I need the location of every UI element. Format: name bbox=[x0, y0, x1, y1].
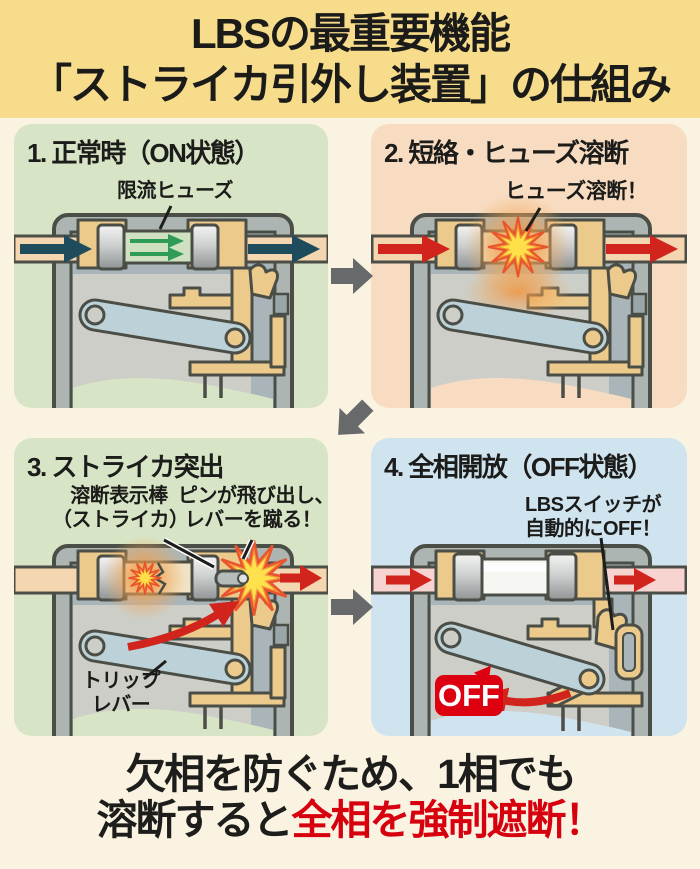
label-pin-line2: レバーを蹴る！ bbox=[184, 509, 322, 531]
footer-summary: 欠相を防ぐため、1相でも 溶断すると全相を強制遮断！ bbox=[0, 751, 700, 844]
latch-catch bbox=[272, 292, 290, 316]
panel1-heading: 1. 正常時（ON状態） bbox=[27, 138, 260, 168]
label-striker-line2: （ストライカ） bbox=[52, 509, 189, 531]
bottom-wave bbox=[73, 378, 273, 408]
label-pin-kick: ピンが飛び出し、 レバーを蹴る！ bbox=[178, 484, 328, 532]
mechanism-diagram-blown bbox=[371, 193, 687, 408]
footer-line2-black: 溶断すると bbox=[96, 796, 294, 843]
current-flow-arrows bbox=[386, 568, 656, 592]
trip-lever-arm bbox=[78, 298, 252, 355]
outflow-arrow bbox=[280, 565, 322, 591]
mechanism-diagram-striker bbox=[14, 536, 328, 736]
kick-arrow bbox=[127, 600, 240, 651]
panel-short-circuit-blown: 2. 短絡・ヒューズ溶断 ヒューズ溶断！ bbox=[371, 124, 687, 408]
current-limiting-fuse bbox=[96, 223, 220, 271]
trip-lever-arm bbox=[436, 298, 610, 355]
striker-pin bbox=[214, 569, 249, 588]
footer-line2-red: 全相を強制遮断！ bbox=[291, 796, 606, 843]
label-lbs-auto-off: LBSスイッチが 自動的にOFF！ bbox=[513, 493, 673, 541]
label-striker: 溶断表示棒 （ストライカ） bbox=[52, 484, 189, 532]
callout-line-fuse bbox=[158, 205, 173, 230]
frame-legs bbox=[203, 706, 223, 729]
footer-line-2: 溶断すると全相を強制遮断！ bbox=[0, 796, 700, 844]
title-band: LBSの最重要機能 「ストライカ引外し装置」の仕組み bbox=[0, 0, 700, 118]
callout-lines bbox=[143, 537, 255, 681]
bottom-wave bbox=[431, 378, 631, 408]
step-arrow-right-icon bbox=[331, 589, 373, 625]
current-flow-arrows bbox=[20, 235, 320, 263]
title-line-2: 「ストライカ引外し装置」の仕組み bbox=[29, 61, 672, 108]
trip-lever-arm bbox=[78, 629, 252, 686]
latch-catch bbox=[272, 623, 290, 647]
label-current-limiting-fuse: 限流ヒューズ bbox=[117, 180, 234, 202]
current-flow-arrows bbox=[378, 235, 678, 263]
label-trip-line2: レバー bbox=[91, 694, 151, 716]
off-status-badge: OFF bbox=[435, 675, 503, 716]
release-arrow bbox=[479, 687, 572, 715]
callout-line-blown bbox=[524, 207, 542, 232]
panel-normal-on: 1. 正常時（ON状態） 限流ヒューズ bbox=[14, 124, 328, 408]
label-lbs-line2: 自動的にOFF！ bbox=[525, 518, 662, 540]
bottom-wave bbox=[73, 709, 273, 736]
label-striker-line1: 溶断表示棒 bbox=[70, 485, 168, 507]
step-arrow-down-left-icon bbox=[338, 399, 374, 435]
step-arrow-right-icon bbox=[331, 258, 373, 294]
latch-catch bbox=[630, 292, 648, 316]
mechanism-diagram-normal bbox=[14, 205, 328, 408]
label-trip-line1: トリップ bbox=[82, 670, 161, 692]
frame-legs bbox=[203, 375, 223, 398]
frame-legs bbox=[561, 706, 581, 731]
label-trip-lever: トリップ レバー bbox=[66, 669, 176, 717]
bottom-wave bbox=[431, 711, 631, 736]
label-fuse-blown: ヒューズ溶断！ bbox=[504, 180, 648, 203]
panel-striker-ejected: 3. ストライカ突出 溶断表示棒 （ストライカ） ピンが飛び出し、 レバーを蹴る… bbox=[14, 438, 328, 736]
panel4-heading: 4. 全相開放（OFF状態） bbox=[384, 452, 653, 482]
callout-line-lbs bbox=[599, 537, 615, 631]
panel-all-phase-open-off: 4. 全相開放（OFF状態） LBSスイッチが 自動的にOFF！ OFF bbox=[371, 438, 687, 736]
title-line-1: LBSの最重要機能 bbox=[190, 9, 511, 57]
frame-legs bbox=[561, 375, 581, 398]
label-pin-line1: ピンが飛び出し、 bbox=[178, 485, 328, 507]
footer-line-1: 欠相を防ぐため、1相でも bbox=[125, 751, 577, 797]
open-fuse bbox=[452, 552, 578, 602]
trip-lever-arm-released bbox=[434, 621, 606, 696]
panel2-heading: 2. 短絡・ヒューズ溶断 bbox=[384, 138, 629, 168]
label-lbs-line1: LBSスイッチが bbox=[525, 494, 662, 516]
latch-loop bbox=[614, 623, 644, 681]
panel3-heading: 3. ストライカ突出 bbox=[27, 452, 224, 482]
